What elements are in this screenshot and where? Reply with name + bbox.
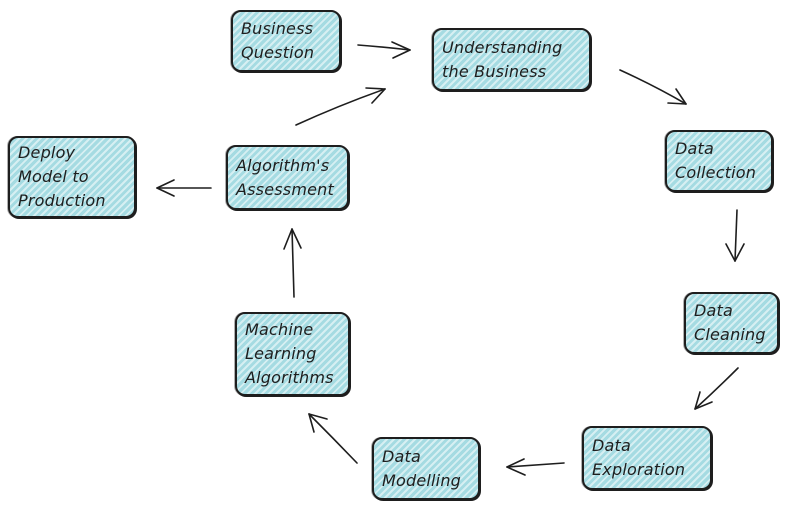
node-label-line: Data bbox=[694, 301, 734, 320]
node-label-line: Machine bbox=[245, 320, 314, 339]
node-label-line: Exploration bbox=[592, 460, 686, 479]
node-label-line: Collection bbox=[675, 163, 757, 182]
node-business-question: Business Question bbox=[231, 10, 341, 72]
arrow-ml-to-assessment bbox=[283, 228, 302, 298]
node-label-line: Modelling bbox=[382, 470, 462, 490]
node-label-line: Question bbox=[241, 43, 315, 62]
node-label-line: Assessment bbox=[236, 179, 334, 199]
node-label-line: Business bbox=[241, 19, 314, 38]
node-data-cleaning: Data Cleaning bbox=[684, 292, 779, 354]
node-label-line: Data bbox=[675, 139, 715, 158]
node-label-line: Understanding bbox=[442, 37, 563, 57]
node-data-exploration: Data Exploration bbox=[582, 426, 712, 490]
node-ml-algorithms: Machine Learning Algorithms bbox=[235, 312, 350, 396]
node-label-line: Learning bbox=[245, 344, 317, 363]
node-deploy-model: Deploy Model to Production bbox=[8, 136, 136, 218]
node-label-line: Data bbox=[592, 436, 632, 455]
arrow-business-question-to-understanding bbox=[357, 41, 411, 59]
node-data-modelling: Data Modelling bbox=[372, 437, 480, 500]
arrow-assessment-to-deploy bbox=[156, 179, 212, 197]
node-understanding-business: Understanding the Business bbox=[432, 28, 591, 91]
node-label-line: Model to bbox=[18, 167, 89, 186]
node-algorithm-assessment: Algorithm's Assessment bbox=[226, 145, 349, 210]
node-label-line: Data bbox=[382, 446, 422, 466]
node-label-line: Production bbox=[18, 191, 106, 210]
node-data-collection: Data Collection bbox=[665, 130, 773, 192]
node-label-line: Algorithm's bbox=[236, 155, 330, 175]
node-label-line: Deploy bbox=[18, 143, 76, 162]
arrow-cleaning-to-exploration bbox=[694, 367, 739, 410]
node-label-line: the Business bbox=[442, 61, 547, 81]
arrow-assessment-to-understanding bbox=[295, 87, 386, 126]
node-label-line: Algorithms bbox=[245, 368, 334, 387]
arrow-understanding-to-collection bbox=[619, 69, 687, 105]
arrow-modelling-to-ml bbox=[308, 413, 358, 464]
arrow-exploration-to-modelling bbox=[506, 458, 565, 476]
arrow-collection-to-cleaning bbox=[725, 209, 745, 262]
node-label-line: Cleaning bbox=[694, 325, 766, 344]
